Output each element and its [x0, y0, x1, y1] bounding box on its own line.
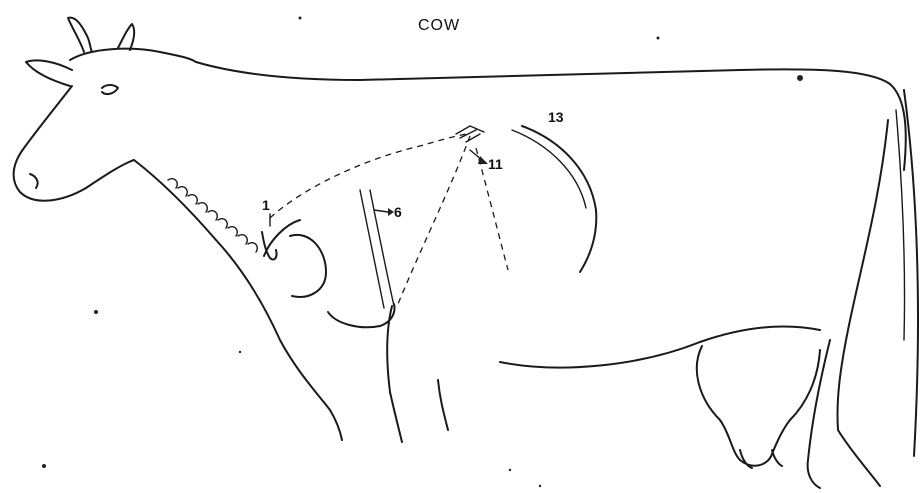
rib-6: [360, 190, 384, 308]
shoulder: [264, 220, 326, 297]
label-6: 6: [394, 204, 402, 220]
last-rib: [522, 126, 596, 272]
udder: [697, 346, 820, 466]
label-1: 1: [262, 197, 270, 213]
foreleg-back: [438, 380, 448, 430]
neck-underside: [134, 160, 342, 440]
belly: [500, 326, 820, 367]
rear-leg: [837, 120, 888, 486]
diagram-title: COW: [418, 17, 460, 34]
nostril: [30, 174, 38, 188]
spine-hatch: [456, 126, 484, 142]
ear: [26, 60, 72, 86]
left-horn: [68, 18, 92, 52]
rib-6-inner: [370, 190, 394, 306]
right-horn: [118, 24, 134, 50]
teat-2: [772, 450, 782, 466]
head-top: [70, 49, 196, 62]
dewlap-folds: [168, 179, 257, 252]
tail-inner: [896, 110, 905, 340]
ribcage-outline: [270, 134, 466, 218]
diaphragm-line: [398, 136, 470, 304]
label-13: 13: [548, 109, 564, 125]
scan-specks: [42, 17, 803, 488]
label-11: 11: [488, 156, 503, 172]
face: [14, 86, 134, 201]
foreleg: [387, 306, 402, 442]
eye: [102, 85, 118, 94]
pointer-6-arrow: [374, 210, 388, 212]
pointers: [270, 150, 488, 226]
cow-outline: [14, 18, 918, 488]
last-rib-inner: [512, 130, 586, 208]
